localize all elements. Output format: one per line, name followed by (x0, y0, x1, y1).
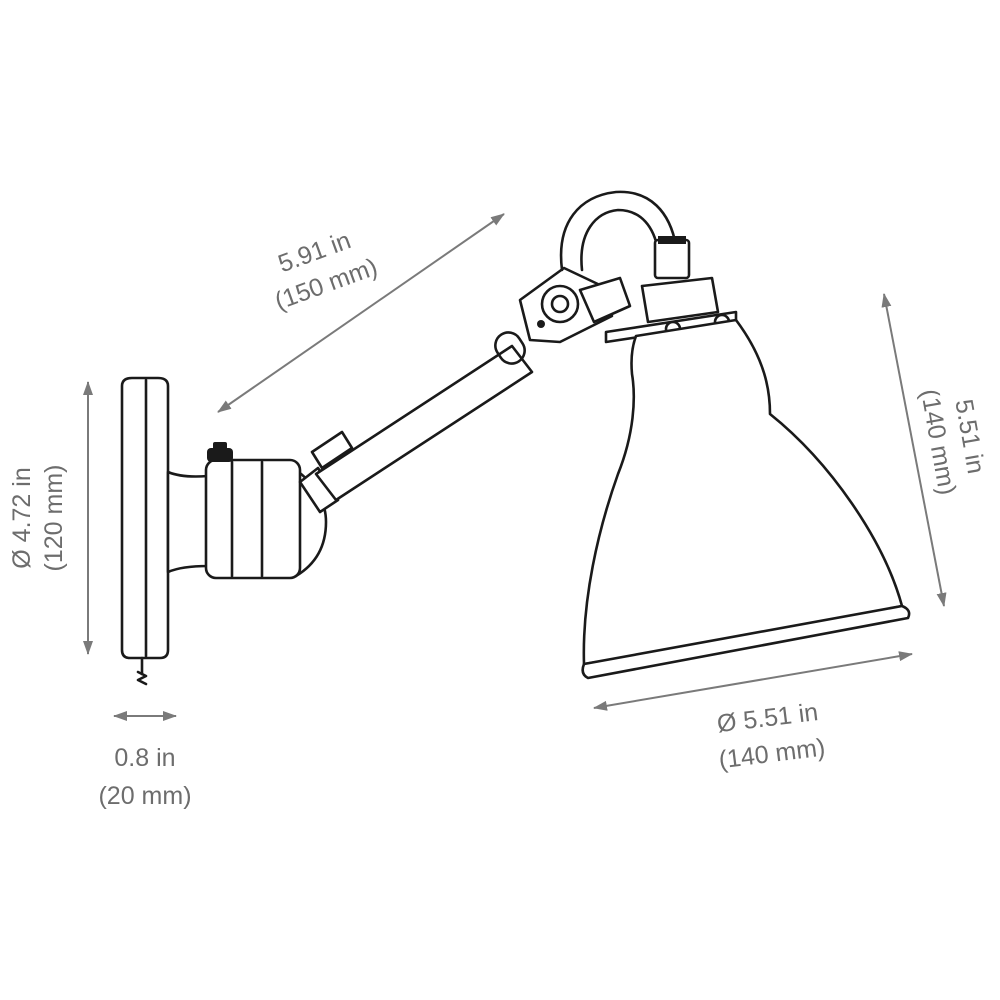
base-hub (166, 442, 328, 580)
base-diameter-imperial: Ø 4.72 in (8, 467, 36, 568)
lamp-drawing (120, 190, 911, 686)
shade-diameter-label: Ø 5.51 in (140 mm) (716, 698, 827, 774)
shade-diameter-imperial: Ø 5.51 in (716, 698, 820, 738)
dimension-lines (83, 213, 947, 721)
shade-height-dimension-line (881, 293, 947, 607)
base-depth-metric: (20 mm) (98, 782, 191, 810)
wall-plate (120, 376, 170, 686)
base-depth-label: 0.8 in (20 mm) (98, 744, 191, 810)
arm-length-dimension-line (217, 213, 505, 413)
lamp-shade (581, 318, 911, 680)
shade-diameter-dimension-line (593, 651, 913, 711)
shade-height-label: 5.51 in (140 mm) (915, 387, 990, 497)
arm-length-label: 5.91 in (150 mm) (271, 226, 381, 315)
base-depth-imperial: 0.8 in (114, 744, 175, 772)
base-diameter-label: Ø 4.72 in (120 mm) (8, 465, 68, 572)
shade-diameter-metric: (140 mm) (717, 733, 827, 774)
base-diameter-metric: (120 mm) (40, 465, 68, 572)
lamp-stem (559, 190, 691, 280)
lamp-arm (298, 266, 632, 514)
